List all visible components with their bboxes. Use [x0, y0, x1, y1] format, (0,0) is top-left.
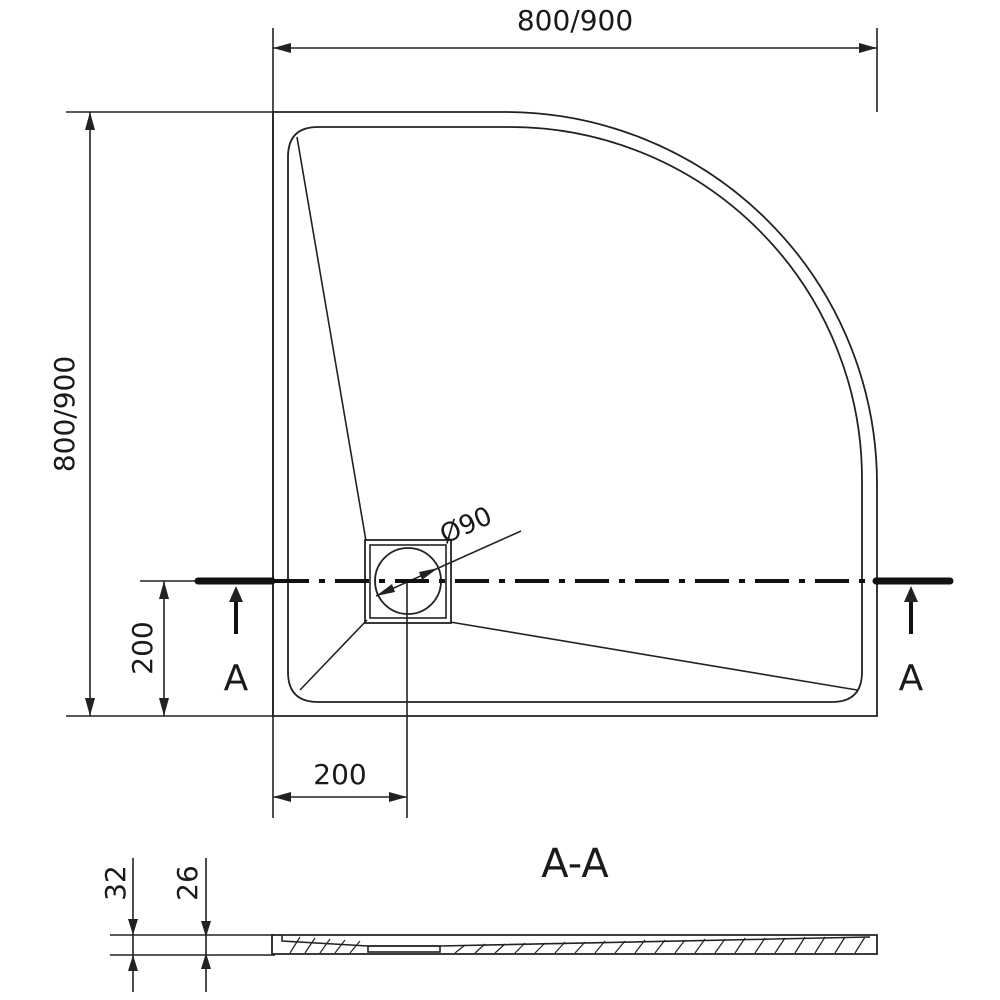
height-arrow-top: [85, 112, 95, 130]
diameter-leader-line: [375, 530, 522, 597]
slope-line-top: [296, 136, 367, 542]
width-label: 800/900: [517, 4, 633, 37]
tray-height-arrow-top: [201, 921, 211, 937]
plan-view: Ø90: [272, 111, 878, 717]
drain-offset-x-label: 200: [313, 758, 366, 791]
width-arrow-right: [859, 43, 877, 53]
tray-inner-outline: [287, 126, 863, 703]
drain-offset-y-label: 200: [126, 621, 159, 674]
tray-profile: [271, 934, 878, 955]
drain-offset-x-arrow-right: [389, 792, 407, 802]
slope-line-corner: [299, 619, 368, 691]
section-title: A-A: [541, 841, 609, 887]
section-arrow-left-head: [229, 586, 243, 602]
drain-diameter-label: Ø90: [436, 501, 497, 550]
drain-square-inner: [369, 544, 447, 619]
tray-height-arrow-bottom: [201, 953, 211, 969]
height-arrow-bottom: [85, 698, 95, 716]
slope-line-right: [449, 621, 858, 691]
drain-offset-y-arrow-bottom: [159, 698, 169, 716]
height-label: 800/900: [48, 356, 81, 472]
drain-recess: [367, 945, 441, 953]
section-cut: A A: [194, 577, 954, 699]
drain-offset-x-arrow-left: [273, 792, 291, 802]
width-arrow-left: [273, 43, 291, 53]
tray-outer-outline: [272, 111, 878, 717]
section-marker-left: A: [224, 658, 249, 699]
section-marker-right: A: [899, 658, 924, 699]
section-view: A-A 32 26: [99, 841, 878, 992]
drain-offset-y-arrow-top: [159, 581, 169, 599]
tray-height-label: 26: [171, 865, 204, 901]
diameter-arrow-left: [376, 584, 395, 596]
total-height-arrow-top: [128, 919, 138, 935]
dimension-lines: 800/900 800/900 200 200: [48, 4, 878, 818]
total-height-arrow-bottom: [128, 955, 138, 971]
tray-surface-slope: [281, 935, 871, 947]
total-height-label: 32: [99, 865, 132, 901]
section-arrow-right-head: [904, 586, 918, 602]
section-hatching: [289, 936, 866, 954]
diameter-arrow-right: [419, 568, 438, 580]
